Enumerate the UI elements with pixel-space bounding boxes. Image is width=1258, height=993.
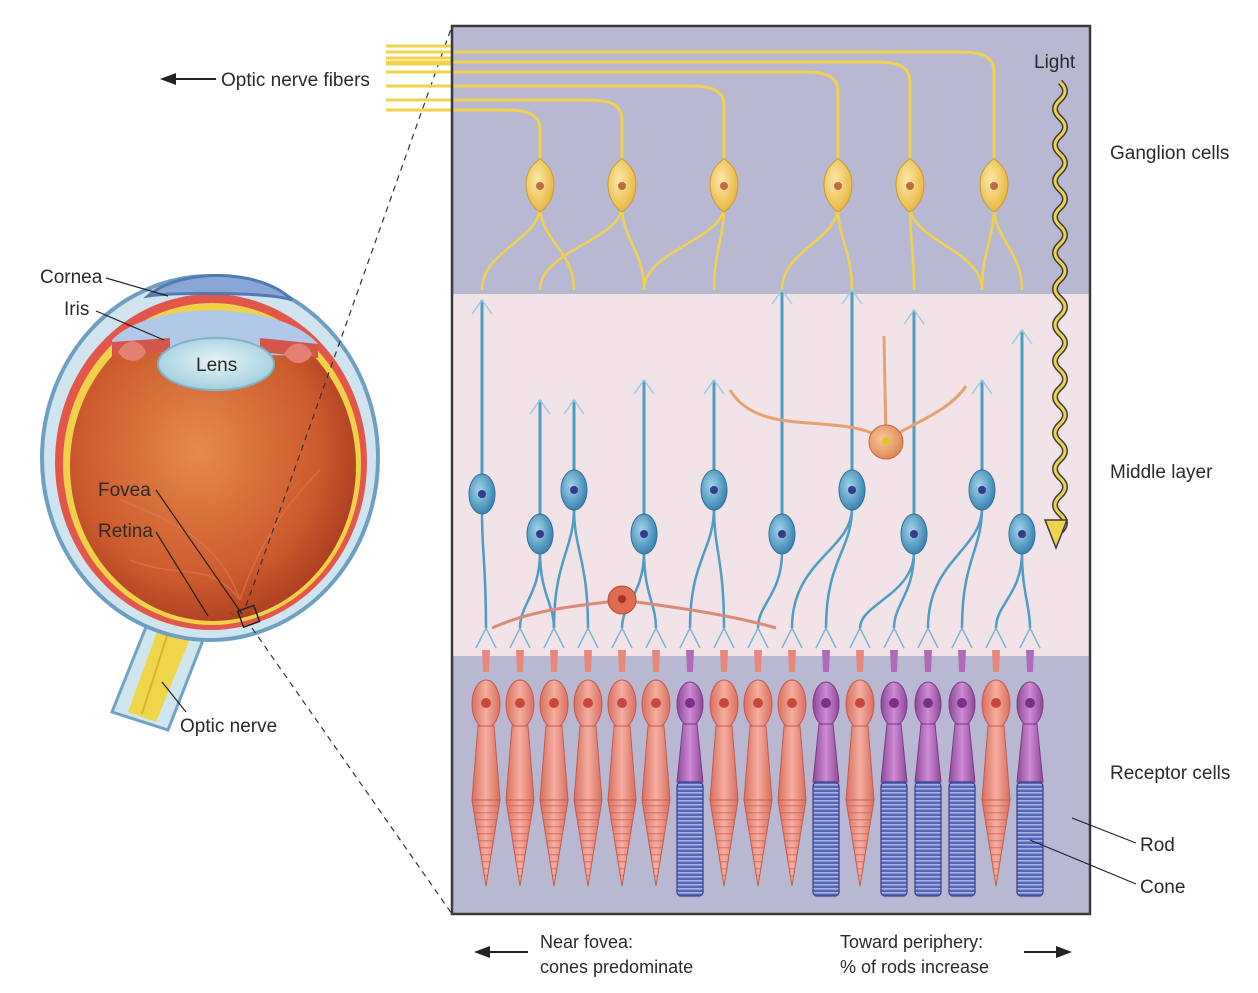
ganglion-axon (386, 84, 726, 166)
rod-nucleus (957, 698, 967, 708)
caption-periphery-2: % of rods increase (840, 957, 989, 977)
ganglion-axon (386, 50, 996, 166)
label-rod: Rod (1140, 835, 1175, 856)
retina-panel (386, 24, 1092, 916)
rod-outer-segment (880, 781, 908, 897)
cone-nucleus (855, 698, 865, 708)
rod-outer-segment (914, 781, 942, 897)
rod-outer-segment (948, 781, 976, 897)
light-arrow (1043, 79, 1069, 551)
ganglion-axon (386, 108, 542, 166)
cornea-leader-line (105, 277, 169, 297)
retina-panel-border (450, 24, 1092, 916)
rod-nucleus (923, 698, 933, 708)
periphery-arrowhead (1056, 946, 1072, 958)
label-optic-nerve: Optic nerve (180, 716, 277, 737)
caption-near-fovea-1: Near fovea: (540, 932, 633, 952)
cornea (143, 274, 294, 302)
fovea-leader-line (155, 489, 243, 615)
label-cornea: Cornea (40, 267, 103, 288)
rod-outer-segment (812, 781, 840, 897)
iris-leader-line (95, 310, 165, 341)
cone-nucleus (753, 698, 763, 708)
rod-nucleus (889, 698, 899, 708)
ganglion-axon (386, 70, 840, 166)
ganglion-axon (386, 60, 912, 166)
cone-nucleus (515, 698, 525, 708)
rod-outer-segment (676, 781, 704, 897)
rod-leader-line (1071, 817, 1137, 844)
cone-nucleus (787, 698, 797, 708)
label-fovea: Fovea (98, 480, 151, 501)
ganglion-axon (386, 98, 624, 166)
caption-periphery-1: Toward periphery: (840, 932, 983, 952)
eye-interior (70, 311, 356, 621)
label-retina: Retina (98, 521, 153, 542)
label-cone: Cone (1140, 877, 1185, 898)
rod-nucleus (821, 698, 831, 708)
rod-outer-segment (1016, 781, 1044, 897)
magnified-region-box (236, 604, 261, 629)
cone-leader-line (1029, 839, 1137, 885)
rod-nucleus (1025, 698, 1035, 708)
label-middle-layer: Middle layer (1110, 462, 1213, 483)
cone-nucleus (583, 698, 593, 708)
eyeball-illustration (40, 274, 380, 732)
label-receptor-cells: Receptor cells (1110, 763, 1230, 784)
near-fovea-arrowhead (474, 946, 490, 958)
optic-nerve-fibers-bundle (128, 618, 196, 722)
cone-nucleus (481, 698, 491, 708)
zoom-line-top (245, 25, 453, 607)
cone-nucleus (549, 698, 559, 708)
label-optic-nerve-fibers: Optic nerve fibers (221, 70, 370, 91)
cone-nucleus (617, 698, 627, 708)
cone-nucleus (719, 698, 729, 708)
optic-nerve-fibers-arrowhead (160, 73, 176, 85)
label-light: Light (1034, 52, 1076, 73)
zoom-line-bottom (251, 627, 453, 915)
cone-nucleus (991, 698, 1001, 708)
optic-nerve-leader-line (161, 681, 187, 713)
label-iris: Iris (64, 299, 89, 320)
label-ganglion-cells: Ganglion cells (1110, 143, 1229, 164)
cone-nucleus (651, 698, 661, 708)
label-lens: Lens (196, 355, 237, 376)
caption-near-fovea-2: cones predominate (540, 957, 693, 977)
retina-leader-line (155, 531, 209, 617)
rod-nucleus (685, 698, 695, 708)
lens (157, 337, 275, 391)
